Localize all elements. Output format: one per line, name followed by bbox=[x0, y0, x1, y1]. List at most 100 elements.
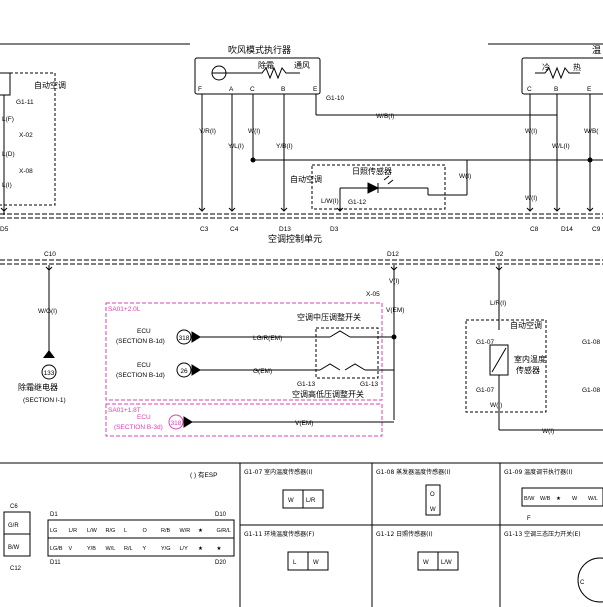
wire-ybi: Y/B(I) bbox=[276, 143, 293, 150]
g1-07-pin: W bbox=[288, 498, 294, 504]
blower-mode-actuator-box bbox=[194, 57, 321, 95]
wire-vem2: V(EM) bbox=[295, 420, 313, 427]
panel-d1: D1 bbox=[50, 512, 58, 518]
auto-ac-mid-label: 自动空调 bbox=[290, 174, 322, 184]
sa01-18t-box bbox=[105, 403, 383, 437]
g1-09-pin: W bbox=[572, 496, 578, 502]
indoor-temp-sensor-box bbox=[465, 319, 547, 413]
d-connector-pin: Y/G bbox=[161, 546, 170, 552]
pin-x02: X-02 bbox=[19, 132, 33, 139]
pin-g1-08b: G1-08 bbox=[582, 387, 600, 394]
wire-li: L(I) bbox=[2, 182, 12, 189]
ref-133: 133 bbox=[44, 370, 55, 377]
d-connector-pin: ★ bbox=[198, 545, 203, 552]
wire-yri: Y/R(I) bbox=[199, 128, 216, 135]
sa01-18t-label: SA01+1.8T bbox=[108, 407, 141, 414]
g1-09-pin: ★ bbox=[556, 495, 561, 502]
has-esp-label: ( ) 有ESP bbox=[190, 470, 217, 479]
pin-c9: C9 bbox=[592, 226, 601, 233]
d-connector-pin: L/Y bbox=[180, 546, 189, 552]
wire-gem: G(EM) bbox=[253, 368, 272, 375]
wire-wi2: W(I) bbox=[459, 173, 471, 180]
pin-e2: E bbox=[587, 86, 592, 93]
temp-actuator-box bbox=[521, 57, 603, 95]
section-b3d: (SECTION B-3d) bbox=[114, 424, 163, 431]
d-connector-pin: LG bbox=[50, 528, 57, 534]
pin-b: B bbox=[281, 86, 285, 93]
wire-wi4: W(I) bbox=[490, 402, 502, 409]
wire-wbi: W/B(I) bbox=[376, 113, 394, 120]
g1-12-title: G1-12 日照传感器(I) bbox=[376, 530, 433, 538]
sunlight-sensor-label: 日照传感器 bbox=[352, 166, 392, 176]
pin-f: F bbox=[198, 86, 202, 93]
pin-d12: D12 bbox=[387, 251, 399, 258]
section-b1d-1: (SECTION B-1d) bbox=[116, 338, 165, 345]
g1-09-connector bbox=[521, 487, 603, 507]
pin-x08: X-08 bbox=[19, 168, 33, 175]
g1-13-connector bbox=[577, 557, 603, 603]
section-b1d-2: (SECTION B-1d) bbox=[116, 372, 165, 379]
pin-d14: D14 bbox=[561, 226, 573, 233]
pin-c: C bbox=[250, 86, 255, 93]
temp-partial-label: 温 bbox=[592, 45, 601, 56]
wire-yli: Y/L(I) bbox=[228, 143, 244, 150]
d-connector-pin: L bbox=[124, 528, 127, 534]
wire-lf: L(F) bbox=[2, 116, 14, 123]
g1-11-pin: L bbox=[293, 560, 297, 566]
auto-ac-module-box bbox=[0, 72, 56, 206]
wire-lwi: L/W(I) bbox=[321, 198, 339, 205]
g1-13-title: G1-13 空调三态压力开关(E) bbox=[504, 530, 581, 538]
pressure-switch-box bbox=[315, 327, 379, 379]
pin-c4: C4 bbox=[230, 226, 239, 233]
g1-09-title: G1-09 温度调节执行器(I) bbox=[504, 468, 573, 476]
pin-e: E bbox=[313, 86, 318, 93]
g1-09-pin: B/W bbox=[524, 496, 535, 502]
section-i1: (SECTION I-1) bbox=[23, 397, 66, 404]
panel-c12: C12 bbox=[10, 566, 22, 572]
pin-a: A bbox=[229, 86, 234, 93]
g1-11-pin: W bbox=[313, 560, 319, 566]
d-connector-pin: R/L bbox=[124, 546, 133, 552]
defrost-relay-label: 除霜继电器 bbox=[18, 382, 58, 392]
d-connector-pin: O bbox=[143, 528, 148, 534]
pin-b2: B bbox=[554, 86, 558, 93]
pin-g1-11: G1-11 bbox=[16, 99, 34, 106]
g1-12-pin: W bbox=[423, 560, 429, 566]
ref-26: 26 bbox=[180, 368, 188, 375]
d-connector-pin: V bbox=[69, 546, 73, 552]
sunlight-sensor-box bbox=[311, 164, 446, 210]
panel-d11: D11 bbox=[50, 560, 61, 566]
g1-09-pin: W/B bbox=[540, 496, 551, 502]
pin-c8: C8 bbox=[530, 226, 539, 233]
pin-c2: C bbox=[527, 86, 532, 93]
ecu-label-3: ECU bbox=[137, 414, 151, 421]
pin-g1-07b: G1-07 bbox=[476, 387, 494, 394]
ref-318: 318 bbox=[179, 335, 190, 342]
sa01-20l-label: SA01+2.0L bbox=[108, 306, 141, 313]
ecu-label-2: ECU bbox=[137, 362, 151, 369]
ecu-label-1: ECU bbox=[137, 328, 151, 335]
pin-c10: C10 bbox=[44, 251, 56, 258]
high-low-switch-label: 空调高低压调整开关 bbox=[292, 389, 364, 399]
ref-318b: 318 bbox=[171, 420, 182, 427]
blower-mode-actuator-label: 吹风模式执行器 bbox=[228, 44, 291, 56]
d-connector-pin: R/G bbox=[106, 528, 116, 534]
wire-ld: L(D) bbox=[2, 151, 15, 158]
indoor-temp-label-2: 传感器 bbox=[516, 365, 540, 375]
d-connector-pin: W/R bbox=[180, 528, 191, 534]
panel-gr: G/R bbox=[8, 523, 19, 529]
pin-x05: X-05 bbox=[366, 291, 380, 298]
panel-c6: C6 bbox=[10, 504, 18, 510]
d-connector-pin: ★ bbox=[217, 545, 222, 552]
d-connector-pin: R/B bbox=[161, 528, 171, 534]
pin-g1-13a: G1-13 bbox=[297, 381, 315, 388]
wire-wgi: W/G(I) bbox=[38, 308, 57, 315]
ventilation-label: 通风 bbox=[294, 60, 310, 70]
pin-g1-08a: G1-08 bbox=[582, 339, 600, 346]
cool-label: 冷 bbox=[542, 62, 550, 72]
panel-d10: D10 bbox=[215, 512, 227, 518]
pin-g1-10: G1-10 bbox=[326, 95, 344, 102]
